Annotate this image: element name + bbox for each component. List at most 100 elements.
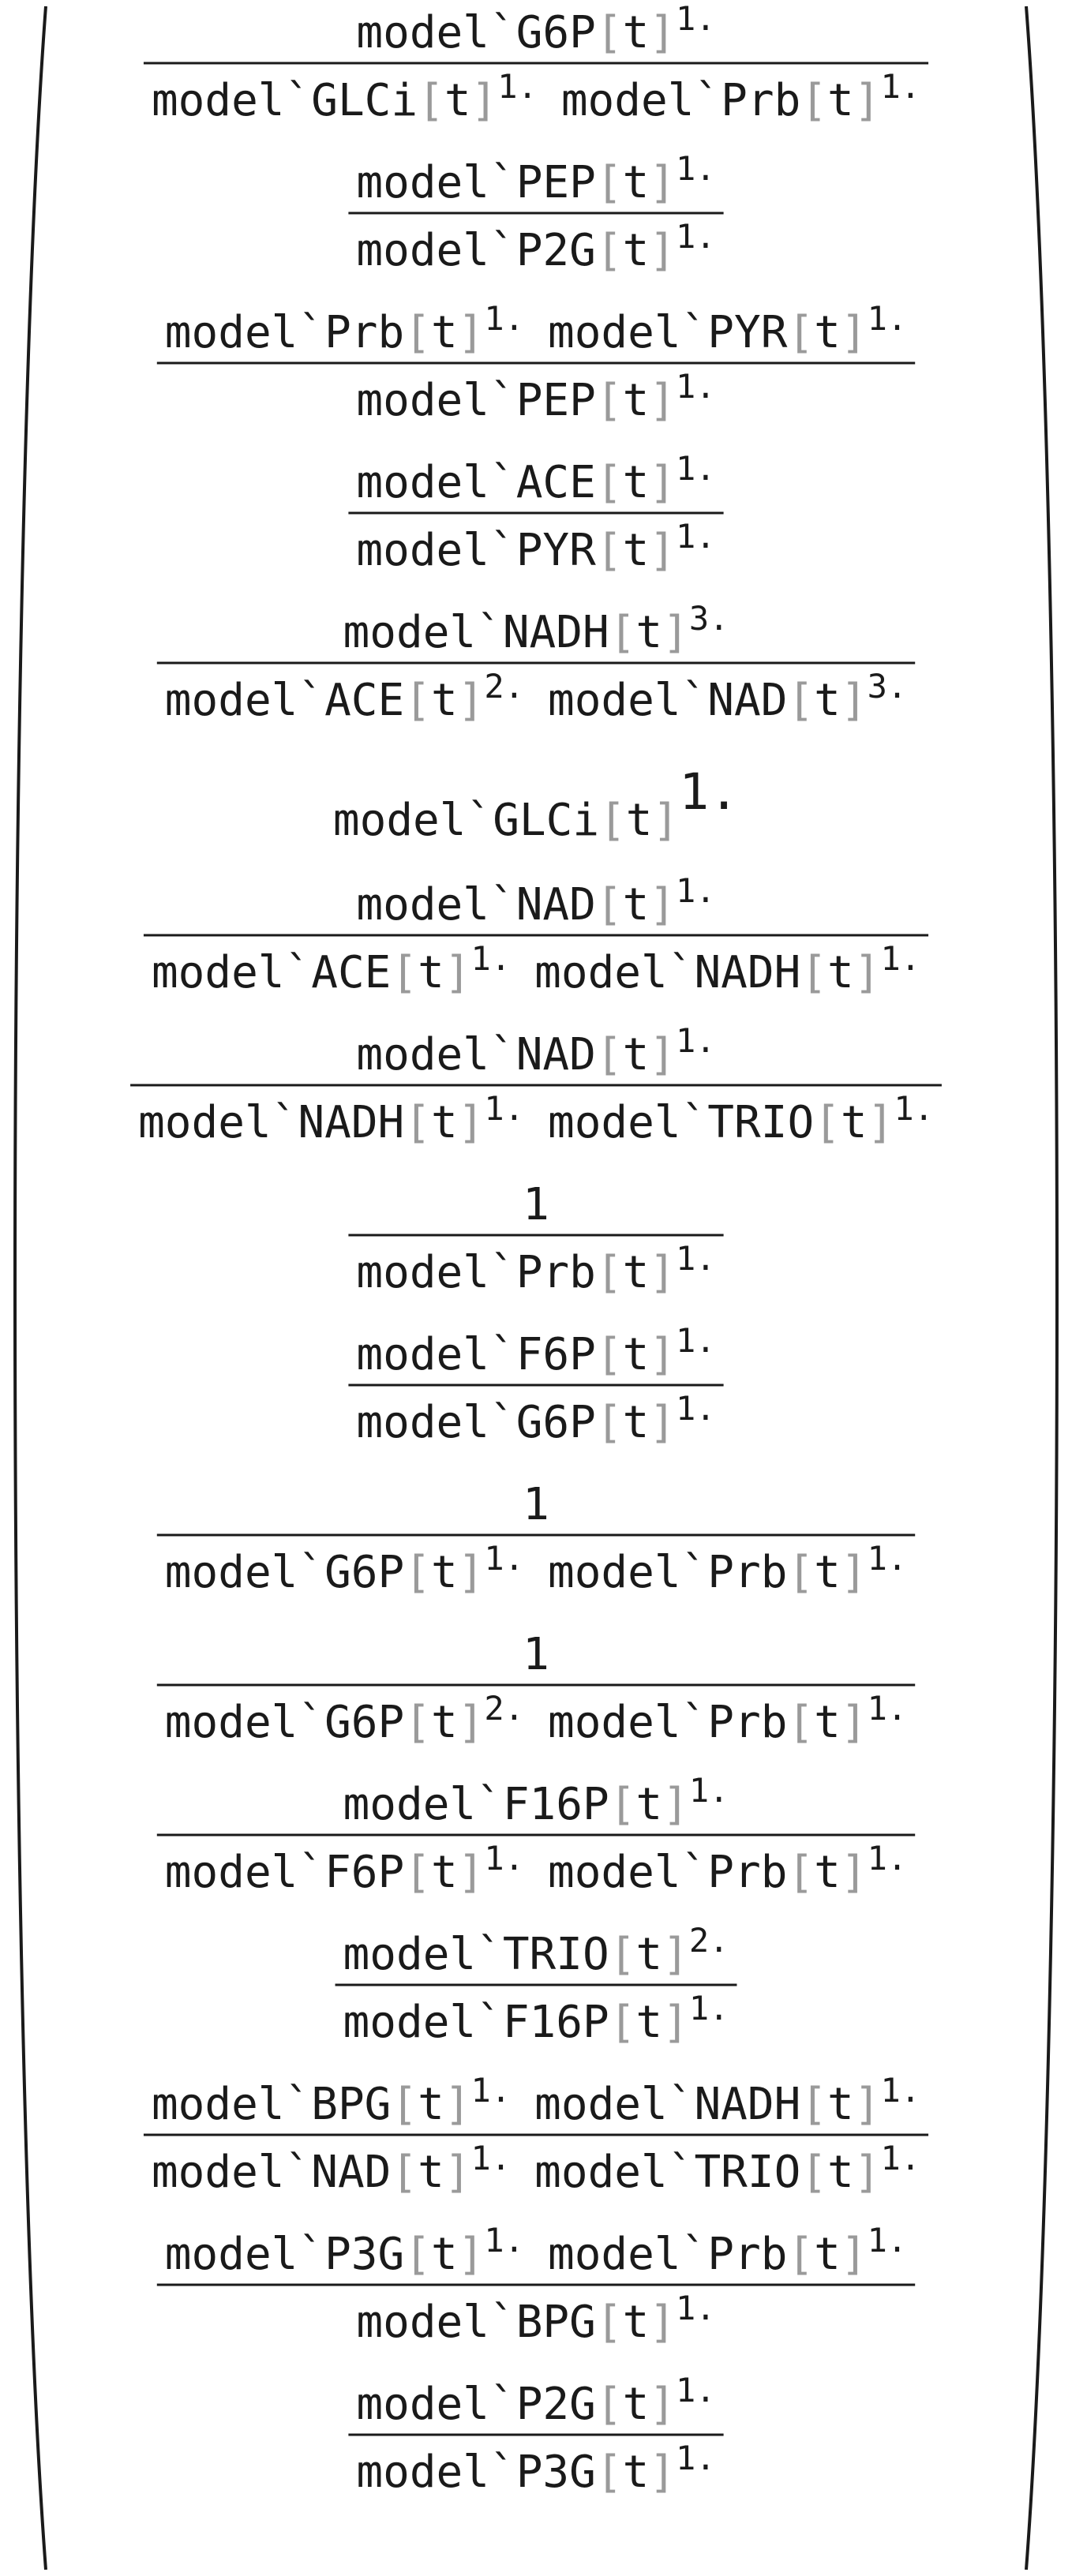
exponent: 1 — [676, 2371, 695, 2409]
close-bracket: ] — [662, 607, 689, 658]
exponent: 1 — [689, 1771, 709, 1810]
exponent-point: . — [709, 599, 729, 638]
time-argument: t — [814, 1697, 841, 1748]
denominator: model`ACE[t]2.model`NAD[t]3. — [165, 667, 907, 726]
factor-nad: model`NAD[t]1. — [356, 871, 715, 930]
time-argument: t — [623, 2447, 650, 2498]
exponent: 1 — [471, 2071, 491, 2110]
context-prefix: model` — [534, 2147, 694, 2198]
denominator: model`F6P[t]1.model`Prb[t]1. — [165, 1839, 907, 1898]
close-bracket: ] — [649, 1029, 676, 1080]
exponent: 1 — [484, 299, 504, 338]
time-argument: t — [623, 375, 650, 426]
close-bracket: ] — [653, 795, 680, 846]
time-argument: t — [623, 225, 650, 276]
denominator: model`G6P[t]2.model`Prb[t]1. — [165, 1689, 907, 1748]
context-prefix: model` — [152, 75, 311, 126]
factor-p3g: model`P3G[t]1. — [165, 2221, 524, 2280]
factor-g6p: model`G6P[t]1. — [356, 0, 715, 58]
open-bracket: [ — [800, 75, 827, 126]
time-argument: t — [444, 75, 471, 126]
exponent: 3 — [689, 599, 709, 638]
open-bracket: [ — [404, 1547, 431, 1598]
species-symbol: Prb — [707, 2229, 787, 2280]
denominator: model`PYR[t]1. — [356, 517, 715, 576]
close-bracket: ] — [841, 307, 868, 358]
open-bracket: [ — [609, 1929, 636, 1980]
numerator: model`PEP[t]1. — [356, 149, 715, 208]
open-bracket: [ — [599, 795, 626, 846]
open-bracket: [ — [596, 2447, 623, 2498]
exponent-point: . — [695, 449, 715, 488]
species-symbol: ACE — [516, 457, 596, 508]
time-argument: t — [814, 1847, 841, 1898]
exponent-point: . — [504, 1089, 524, 1128]
factor-prb: model`Prb[t]1. — [548, 1839, 907, 1898]
exponent-point: . — [709, 1921, 729, 1960]
exponent-point: . — [887, 299, 907, 338]
exponent: 1 — [689, 1989, 709, 2027]
exponent-point: . — [695, 217, 715, 256]
open-bracket: [ — [404, 675, 431, 726]
close-bracket: ] — [649, 375, 676, 426]
exponent-point: . — [914, 1089, 934, 1128]
context-prefix: model` — [343, 1929, 503, 1980]
context-prefix: model` — [165, 1847, 324, 1898]
species-symbol: PEP — [516, 375, 596, 426]
exponent-point: . — [887, 1539, 907, 1578]
time-argument: t — [827, 2147, 854, 2198]
exponent: 1 — [484, 1839, 504, 1878]
factor-prb: model`Prb[t]1. — [548, 1539, 907, 1598]
species-symbol: PYR — [707, 307, 787, 358]
open-bracket: [ — [596, 2297, 623, 2348]
factor-p3g: model`P3G[t]1. — [356, 2439, 715, 2498]
context-prefix: model` — [356, 225, 515, 276]
exponent-point: . — [491, 939, 511, 978]
exponent: 1 — [676, 0, 695, 38]
exponent: 1 — [880, 939, 900, 978]
open-bracket: [ — [800, 2079, 827, 2130]
open-bracket: [ — [596, 1247, 623, 1298]
time-argument: t — [827, 947, 854, 998]
close-bracket: ] — [649, 7, 676, 58]
species-symbol: P3G — [324, 2229, 404, 2280]
exponent: 1 — [676, 2289, 695, 2327]
exponent: 1 — [484, 1539, 504, 1578]
exponent: 1 — [868, 1839, 887, 1878]
factor-bpg: model`BPG[t]1. — [356, 2289, 715, 2348]
denominator: model`F16P[t]1. — [343, 1989, 729, 2048]
context-prefix: model` — [356, 525, 515, 576]
exponent-point: . — [695, 871, 715, 910]
time-argument: t — [623, 457, 650, 508]
exponent: 2 — [689, 1921, 709, 1960]
denominator: model`BPG[t]1. — [356, 2289, 715, 2348]
exponent-point: . — [887, 1839, 907, 1878]
numerator-one: 1 — [523, 1479, 549, 1530]
exponent: 3 — [868, 667, 887, 706]
exponent-point: . — [491, 2071, 511, 2110]
factor-prb: model`Prb[t]1. — [356, 1239, 715, 1298]
exponent-point: . — [901, 2139, 920, 2177]
species-symbol: TRIO — [503, 1929, 609, 1980]
exponent-point: . — [887, 667, 907, 706]
close-bracket: ] — [868, 1097, 894, 1148]
time-argument: t — [623, 1329, 650, 1380]
time-argument: t — [418, 2079, 444, 2130]
right-parenthesis — [1025, 6, 1059, 2570]
factor-g6p: model`G6P[t]1. — [165, 1539, 524, 1598]
close-bracket: ] — [458, 1847, 485, 1898]
numerator: model`TRIO[t]2. — [343, 1921, 729, 1980]
vector-entry: model`F16P[t]1.model`F6P[t]1.model`Prb[t… — [156, 1771, 916, 1898]
numerator-one: 1 — [523, 1629, 549, 1680]
denominator: model`P2G[t]1. — [356, 217, 715, 276]
time-argument: t — [418, 2147, 444, 2198]
factor-prb: model`Prb[t]1. — [561, 67, 920, 126]
time-argument: t — [623, 2379, 650, 2430]
factor-nadh: model`NADH[t]1. — [534, 2071, 920, 2130]
exponent-point: . — [901, 67, 920, 106]
open-bracket: [ — [787, 1847, 814, 1898]
denominator: model`P3G[t]1. — [356, 2439, 715, 2498]
exponent-point: . — [504, 1689, 524, 1728]
numerator: model`NAD[t]1. — [356, 1021, 715, 1080]
